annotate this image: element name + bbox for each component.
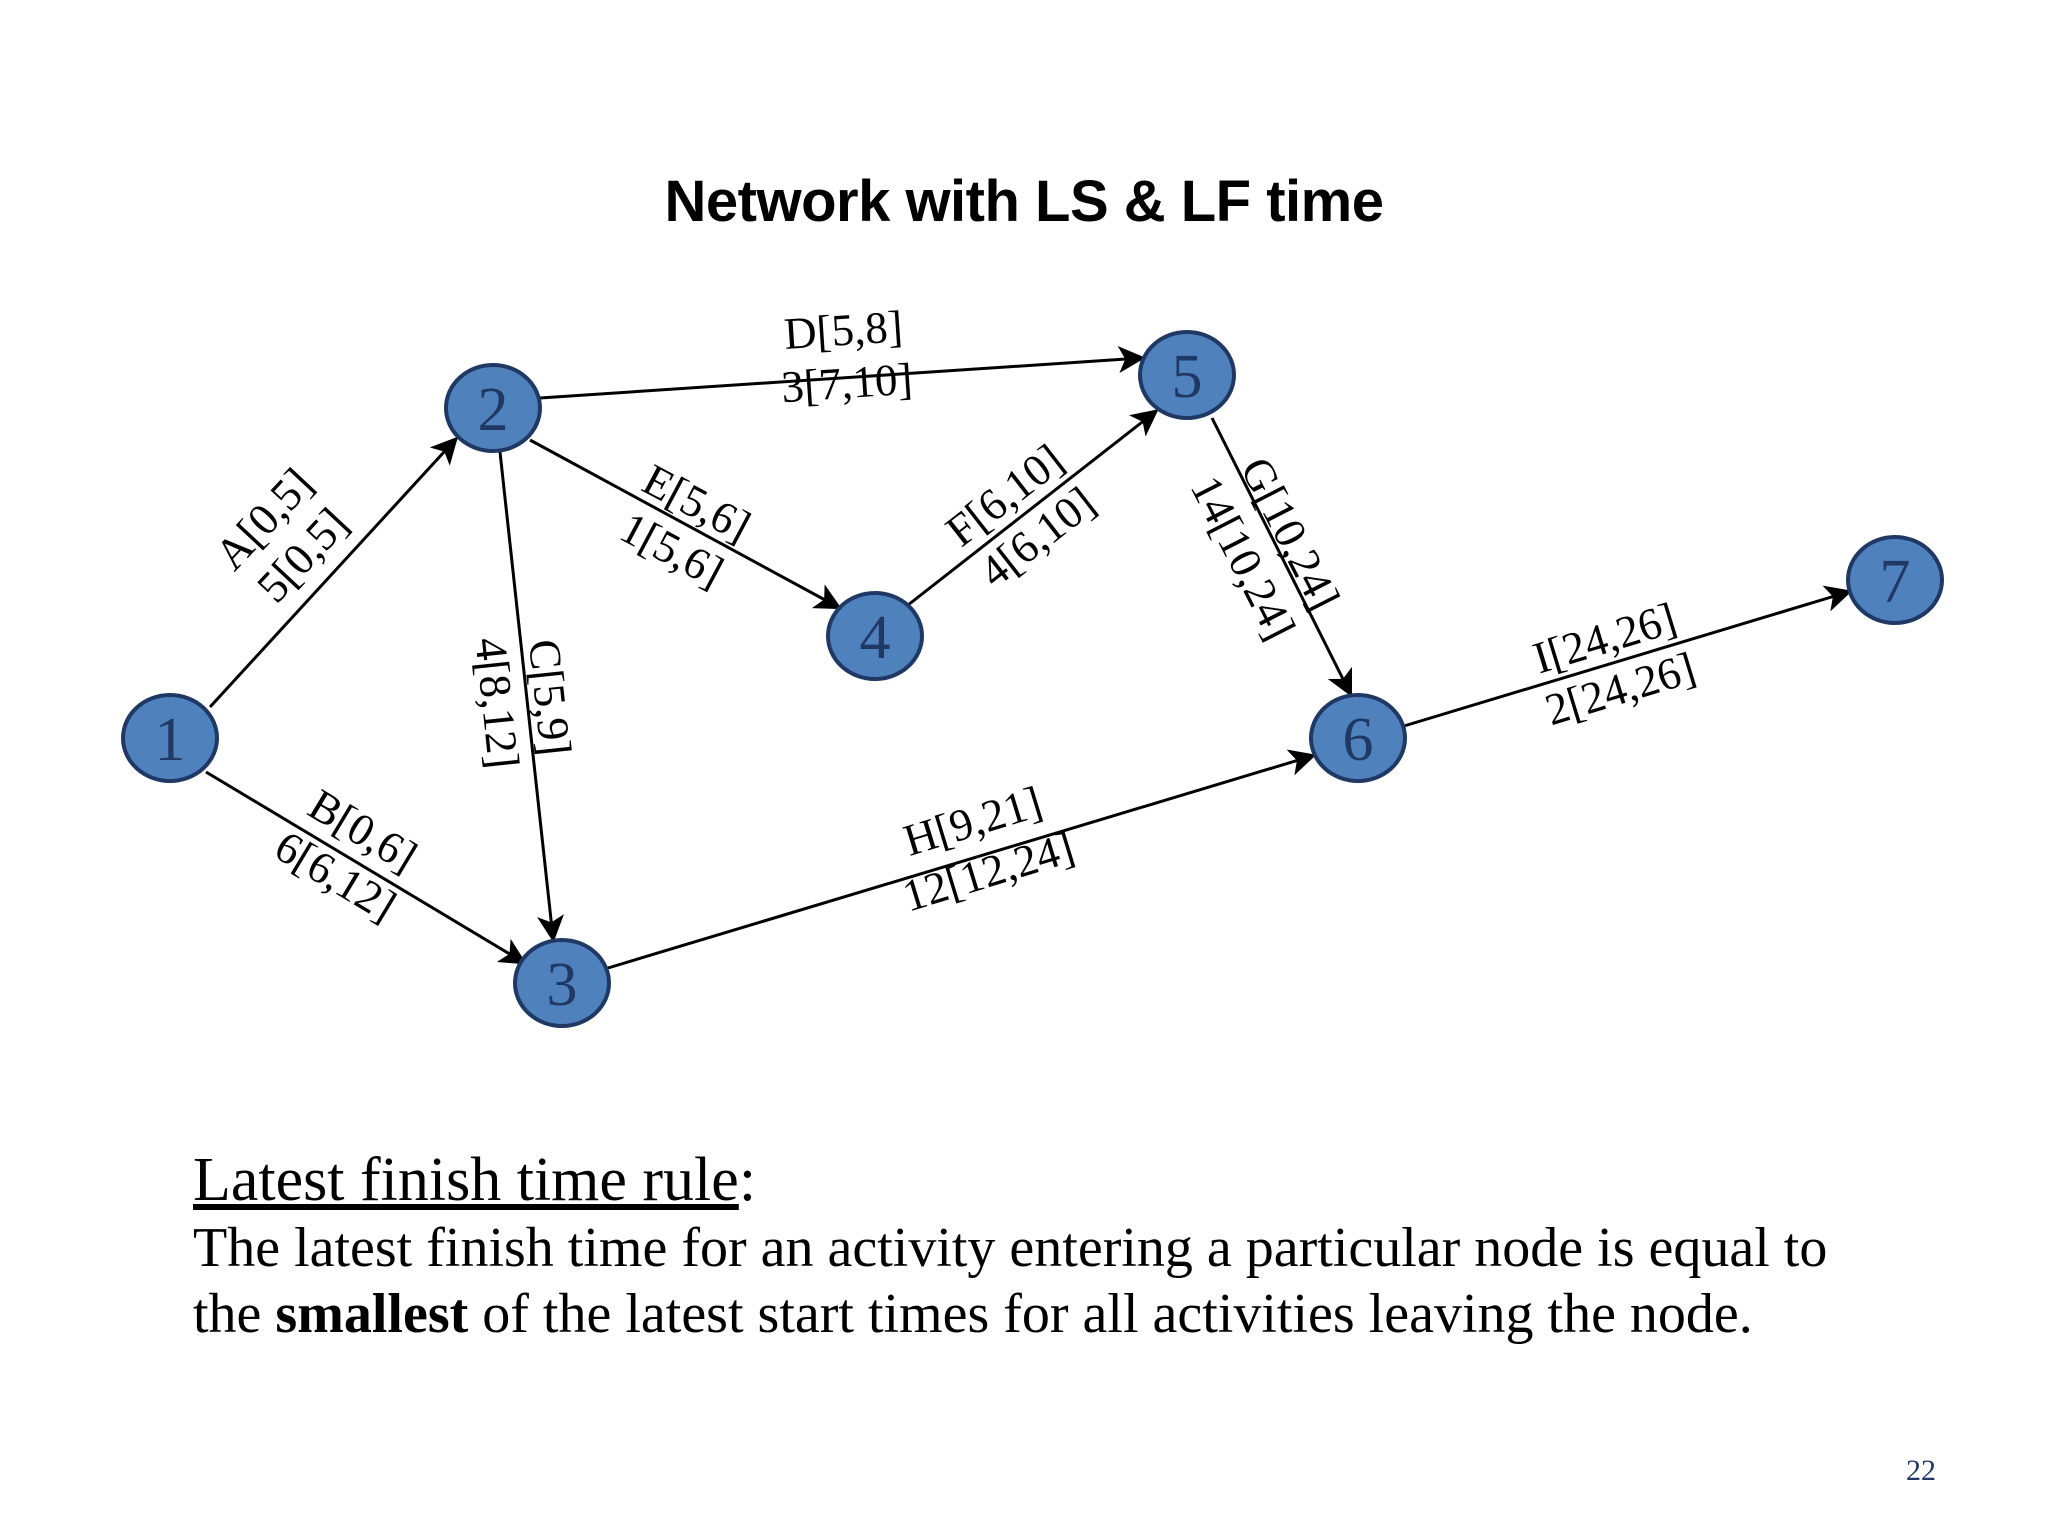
- rule-block: Latest finish time rule: The latest fini…: [193, 1146, 1973, 1347]
- edge-line-F: [907, 409, 1159, 607]
- node-7-label: 7: [1880, 548, 1911, 616]
- node-5-circle[interactable]: [1138, 330, 1236, 420]
- node-5-label: 5: [1172, 343, 1203, 411]
- edge-D-dur-es-ef: 3[7,10]: [780, 354, 914, 413]
- node-5[interactable]: 5: [1138, 330, 1236, 420]
- edge-label-H: H[9,21] 12[12,24]: [897, 777, 1080, 922]
- node-1[interactable]: 1: [121, 693, 219, 783]
- rule-body-line1: The latest finish time for an activity e…: [193, 1217, 1828, 1280]
- edge-label-E: E[5,6] 1[5,6]: [612, 454, 759, 597]
- node-1-circle[interactable]: [121, 693, 219, 783]
- edge-label-D: D[5,8] 3[7,10]: [780, 301, 914, 413]
- rule-heading: Latest finish time rule:: [193, 1146, 1973, 1214]
- edge-C-ls-lf: C[5,9]: [519, 637, 581, 758]
- rule-line2-post: of the latest start times for all activi…: [468, 1283, 1753, 1346]
- node-4-label: 4: [860, 604, 891, 672]
- edge-line-G: [1210, 417, 1353, 698]
- rule-line2-pre: the: [193, 1283, 276, 1346]
- edge-line-A: [208, 436, 459, 709]
- node-4[interactable]: 4: [826, 591, 924, 681]
- edge-label-C: C[5,9] 4[8,12]: [465, 635, 581, 771]
- edge-line-D: [539, 346, 1146, 400]
- node-3[interactable]: 3: [513, 938, 611, 1028]
- node-2[interactable]: 2: [444, 363, 542, 453]
- node-3-circle[interactable]: [513, 938, 611, 1028]
- page-title: Network with LS & LF time: [664, 169, 1385, 234]
- node-2-label: 2: [478, 376, 509, 444]
- edge-line-H: [607, 749, 1317, 970]
- edge-line-I: [1403, 585, 1853, 728]
- node-6-label: 6: [1343, 706, 1374, 774]
- edge-D-ls-lf: D[5,8]: [782, 301, 904, 359]
- rule-heading-colon: :: [738, 1146, 757, 1214]
- rule-body-line2: the smallest of the latest start times f…: [193, 1281, 1973, 1347]
- node-7-circle[interactable]: [1846, 535, 1944, 625]
- edge-C-dur-es-ef: 4[8,12]: [465, 635, 528, 771]
- edge-label-A: A[0,5] 5[0,5]: [205, 458, 358, 611]
- page-number: 22: [1906, 1454, 1936, 1487]
- rule-line2-bold: smallest: [275, 1283, 469, 1346]
- node-6[interactable]: 6: [1309, 693, 1407, 783]
- node-4-circle[interactable]: [826, 591, 924, 681]
- edge-line-C: [498, 451, 564, 943]
- node-1-label: 1: [155, 706, 186, 774]
- node-3-label: 3: [547, 951, 578, 1019]
- node-6-circle[interactable]: [1309, 693, 1407, 783]
- node-2-circle[interactable]: [444, 363, 542, 453]
- node-7[interactable]: 7: [1846, 535, 1944, 625]
- edge-label-G: G[10,24] 14[10,24]: [1181, 449, 1350, 647]
- rule-heading-text: Latest finish time rule: [193, 1146, 739, 1214]
- rule-body: The latest finish time for an activity e…: [193, 1215, 1973, 1347]
- edge-label-B: B[0,6] 6[6,12]: [266, 779, 425, 931]
- edge-line-B: [205, 770, 527, 965]
- edge-line-E: [529, 438, 842, 610]
- edge-lines: [205, 346, 1853, 970]
